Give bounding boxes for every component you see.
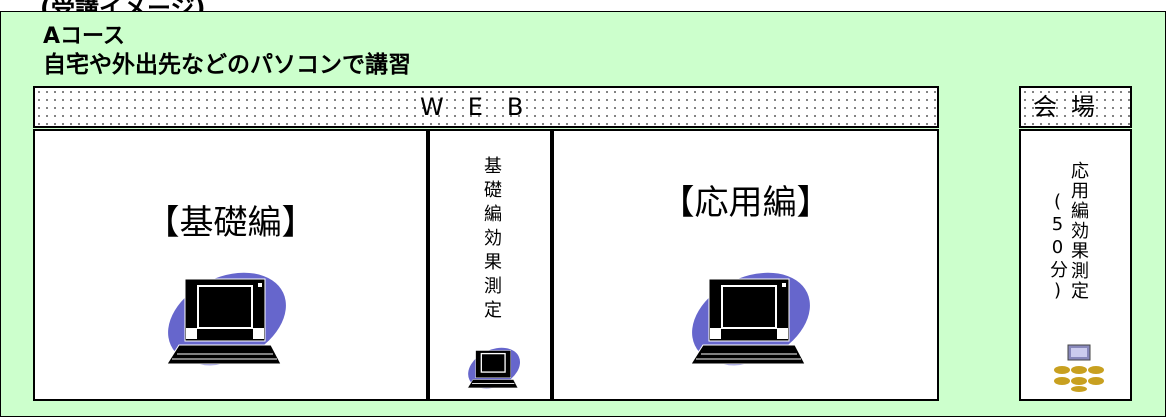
venue-label: 会場 [1033,93,1109,121]
venue-bar: 会場 [1019,86,1132,128]
classroom-icon [1054,344,1104,392]
applied-section: 【応用編】 [552,129,939,401]
basic-measurement-label: 基礎編効果測定 [481,156,502,324]
venue-section: 応用編効果測定 (50分) [1019,129,1132,401]
laptop-icon [690,272,810,366]
course-title: Aコース [43,24,125,49]
web-label: WEB [420,93,548,121]
applied-measurement-label: 応用編効果測定 [1068,161,1089,301]
web-bar: WEB [33,86,939,128]
basic-measurement-section: 基礎編効果測定 [428,129,552,401]
laptop-icon [166,272,286,366]
duration-label: (50分) [1047,191,1068,303]
basic-label: 【基礎編】 [145,203,316,243]
laptop-icon [467,347,521,389]
course-subtitle: 自宅や外出先などのパソコンで講習 [43,52,411,78]
applied-label: 【応用編】 [660,183,831,223]
basic-section: 【基礎編】 [33,129,428,401]
